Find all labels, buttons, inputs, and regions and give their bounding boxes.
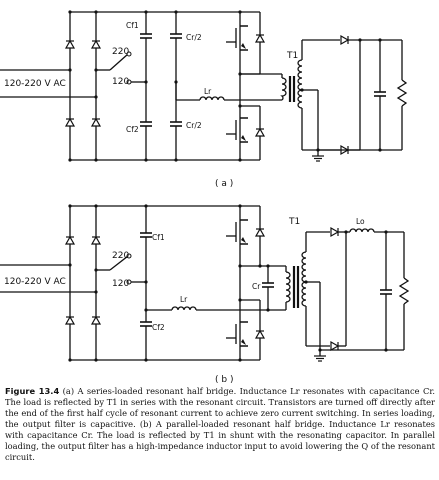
cf2-label-a: Cf2 <box>126 125 139 134</box>
lo-label-b: Lo <box>356 217 365 226</box>
cf2-label-b: Cf2 <box>152 323 165 332</box>
subfigure-a-label: ( a ) <box>215 179 233 189</box>
input-voltage-label-b: 120-220 V AC <box>4 277 66 287</box>
input-voltage-label-a: 120-220 V AC <box>4 79 66 89</box>
diagram-b <box>0 204 410 362</box>
tap-120-label-a: 120 <box>112 77 129 87</box>
cf1-label-a: Cf1 <box>126 21 139 30</box>
cr-label-b: Cr <box>252 282 261 291</box>
lr-label-b: Lr <box>180 295 188 304</box>
tap-120-label-b: 120 <box>112 279 129 289</box>
cf1-label-b: Cf1 <box>152 233 165 242</box>
caption-text: (a) A series-loaded resonant half bridge… <box>5 386 436 462</box>
cr-half-lower-label-a: Cr/2 <box>186 121 202 130</box>
circuit-diagrams: 120-220 V AC 220 120 Cf1 Cf2 Cr/2 Cr/2 L… <box>0 10 410 385</box>
t1-label-a: T1 <box>286 51 298 61</box>
lr-label-a: Lr <box>204 87 212 96</box>
figure-number: Figure 13.4 <box>5 386 60 396</box>
tap-220-label-b: 220 <box>112 251 129 261</box>
diagram-a <box>0 10 408 162</box>
figure-caption: Figure 13.4 (a) A series-loaded resonant… <box>5 386 435 463</box>
t1-label-b: T1 <box>288 217 300 227</box>
cr-half-upper-label-a: Cr/2 <box>186 33 202 42</box>
subfigure-b-label: ( b ) <box>215 375 233 385</box>
tap-220-label-a: 220 <box>112 47 129 57</box>
